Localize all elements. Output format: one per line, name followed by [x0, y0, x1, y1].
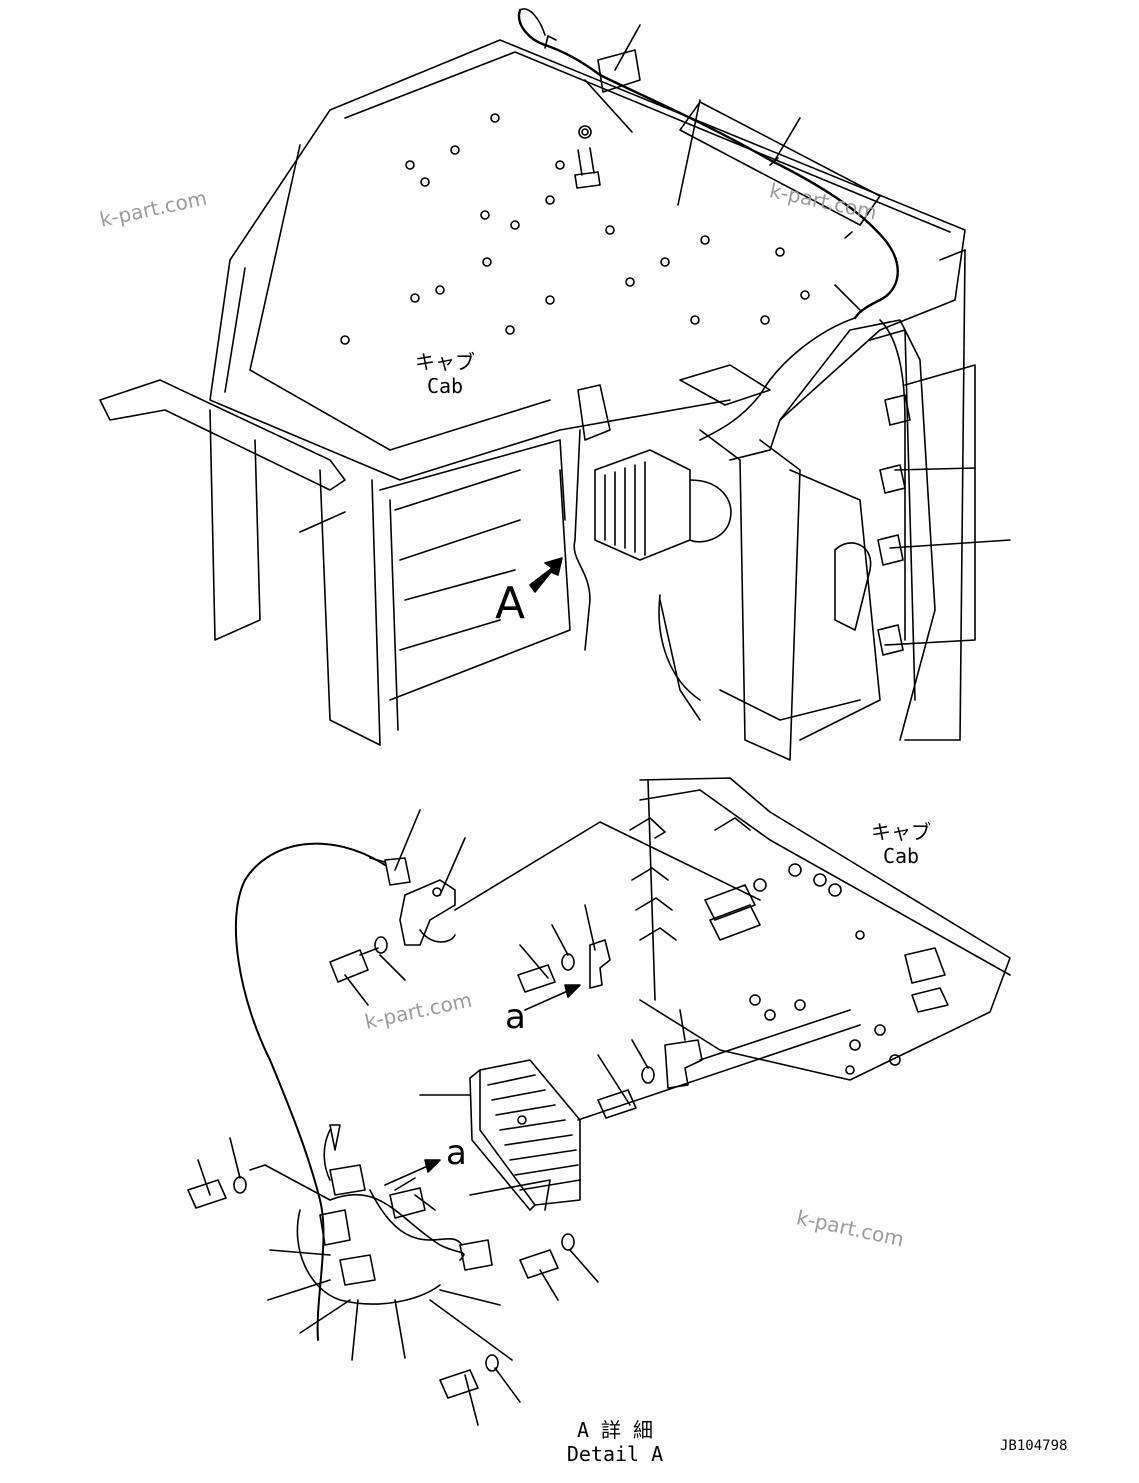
view-a-arrow	[529, 557, 563, 593]
detail-title-en: Detail A	[566, 1442, 664, 1466]
detail-controller	[469, 1059, 581, 1211]
detail-harness	[234, 842, 493, 1341]
cab-frame-top	[99, 39, 966, 761]
roof-bosses	[340, 113, 810, 345]
cab-label-detail-jp: キャブ	[871, 820, 931, 844]
detail-title-jp: A 詳 細	[576, 1418, 654, 1442]
detail-title: A 詳 細 Detail A	[560, 1418, 670, 1466]
detail-brackets	[399, 879, 703, 1089]
cab-label-top-jp: キャブ	[415, 350, 475, 374]
top-leader-lines	[299, 24, 1011, 646]
cab-label-detail-en: Cab	[882, 844, 920, 868]
cab-controller-top	[573, 384, 732, 701]
roof-harness	[517, 8, 906, 641]
view-a-marker: A	[495, 578, 526, 629]
pillar-clips	[834, 394, 911, 656]
detail-cab-frame	[629, 777, 1011, 1081]
detail-arrows	[384, 984, 581, 1186]
cab-label-top: キャブ Cab	[410, 350, 480, 398]
drawing-code: JB104798	[1000, 1438, 1068, 1454]
cab-label-top-en: Cab	[426, 374, 464, 398]
cab-label-detail: キャブ Cab	[866, 820, 936, 868]
arrow-label-a-lower: a	[446, 1133, 467, 1173]
arrow-label-a-upper: a	[505, 997, 526, 1037]
detail-leader-lines	[197, 809, 861, 1426]
